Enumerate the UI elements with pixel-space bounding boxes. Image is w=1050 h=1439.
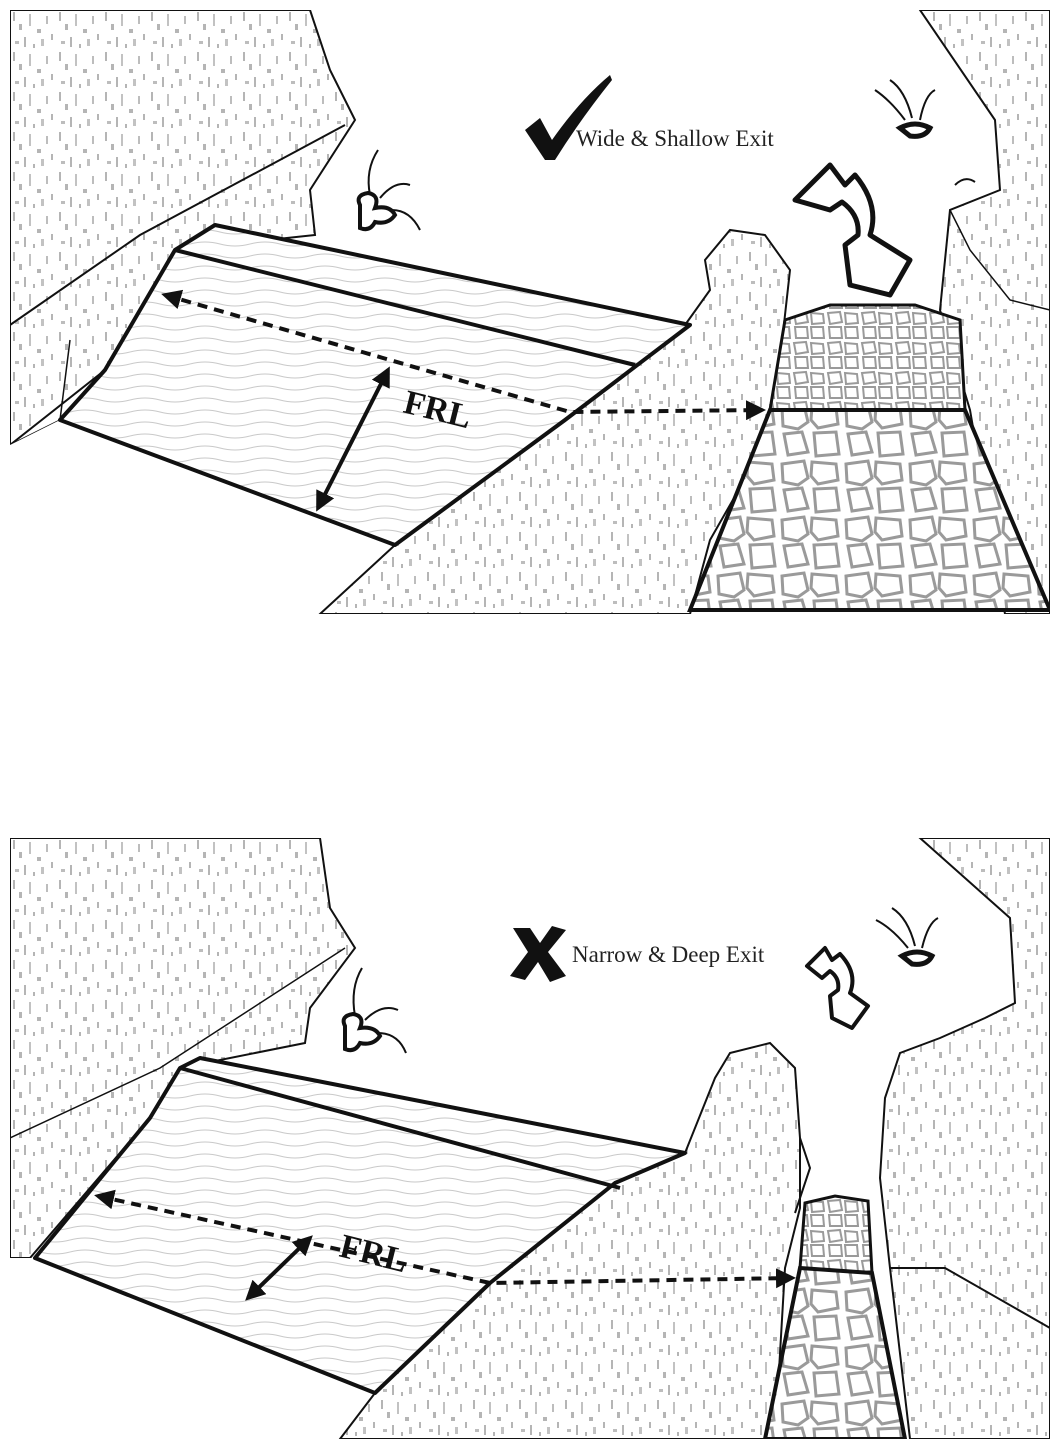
exit-caption: Narrow & Deep Exit (572, 942, 765, 967)
shrub-icon-left (344, 968, 406, 1053)
spillway-crest-stone (770, 305, 965, 410)
diagram-panel-narrow-deep-exit: FRL Narrow & Deep Exit (10, 838, 1050, 1439)
diagram-panel-wide-shallow-exit: FRL Wide & Shallow Exit (10, 10, 1050, 614)
exit-caption: Wide & Shallow Exit (576, 126, 774, 151)
diagram-wide-shallow: FRL Wide & Shallow Exit (10, 10, 1050, 614)
spillway-crest-stone (800, 1196, 872, 1273)
cross-mark-icon (510, 926, 566, 982)
shrub-icon-right (875, 80, 975, 185)
shrub-icon-left (359, 150, 420, 230)
flow-direction-arrow (795, 165, 910, 295)
rock-right-cliff (880, 838, 1050, 1439)
flow-direction-arrow (807, 948, 868, 1028)
shrub-icon-right (876, 908, 938, 964)
diagram-narrow-deep: FRL Narrow & Deep Exit (10, 838, 1050, 1439)
spillway-chute-stone (765, 1268, 905, 1439)
